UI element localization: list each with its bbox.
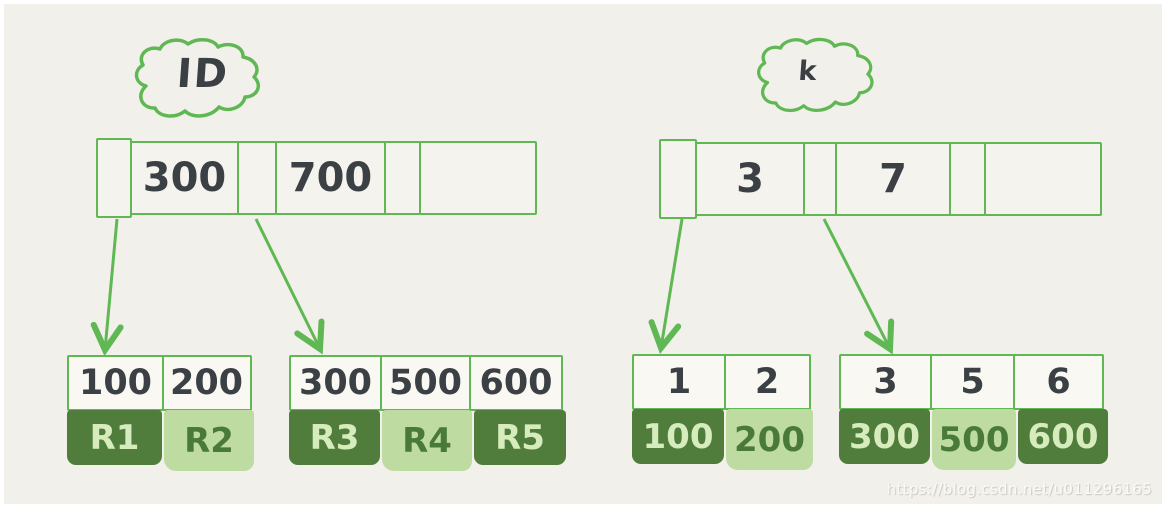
index-name-label: k: [797, 55, 818, 87]
root-key-cell: 700: [274, 141, 387, 215]
cloud-annotation-k: k: [748, 36, 893, 116]
cloud-annotation-id: ID: [128, 36, 278, 122]
leaf-key-cell: 6: [1013, 354, 1104, 410]
cloud-icon: [134, 38, 261, 118]
root-pointer-cell: [96, 138, 132, 218]
root-pointer-cell: [237, 141, 277, 215]
root-pointer-cell: [384, 141, 421, 215]
leaf-key-cell: 300: [289, 355, 382, 411]
root-pointer-cell: [949, 142, 986, 216]
root-pointer-cell: [659, 139, 697, 219]
record-block: R1: [67, 410, 162, 465]
record-block: R5: [474, 410, 566, 465]
record-block: 100: [632, 409, 724, 464]
leaf-node: 100 200 R1 R2: [67, 355, 254, 471]
record-block: 200: [726, 409, 813, 470]
arrow-root-to-leaf: [90, 218, 124, 357]
leaf-key-cell: 2: [723, 354, 811, 410]
record-block: 500: [932, 409, 1016, 470]
leaf-key-cell: 3: [839, 354, 932, 410]
index-name-label: ID: [175, 51, 231, 97]
arrow-root-to-leaf: [648, 218, 684, 355]
leaf-node: 3 5 6 300 500 600: [839, 354, 1108, 470]
root-key-cell: 3: [694, 142, 806, 216]
record-block: 300: [839, 409, 930, 464]
root-key-cell: 300: [129, 141, 240, 215]
record-block: R4: [382, 410, 472, 471]
leaf-key-cell: 500: [379, 355, 472, 411]
leaf-key-cell: 600: [469, 355, 563, 411]
leaf-key-cell: 200: [161, 355, 252, 411]
root-key-cell: 7: [834, 142, 952, 216]
arrow-root-to-leaf: [254, 218, 325, 355]
root-empty-cell: [983, 142, 1102, 216]
leaf-key-cell: 100: [67, 355, 164, 411]
record-block: R3: [289, 410, 380, 465]
root-node-id: 300 700: [96, 138, 537, 218]
record-block: R2: [164, 410, 254, 471]
cloud-icon: [757, 37, 874, 112]
leaf-key-cell: 1: [632, 354, 726, 410]
leaf-node: 1 2 100 200: [632, 354, 813, 470]
root-empty-cell: [418, 141, 537, 215]
arrow-root-to-leaf: [822, 218, 895, 355]
leaf-key-cell: 5: [929, 354, 1016, 410]
record-block: 600: [1018, 409, 1108, 464]
root-node-k: 3 7: [659, 139, 1102, 219]
leaf-node: 300 500 600 R3 R4 R5: [289, 355, 566, 471]
watermark-url: https://blog.csdn.net/u011296165: [886, 480, 1152, 498]
root-pointer-cell: [803, 142, 837, 216]
